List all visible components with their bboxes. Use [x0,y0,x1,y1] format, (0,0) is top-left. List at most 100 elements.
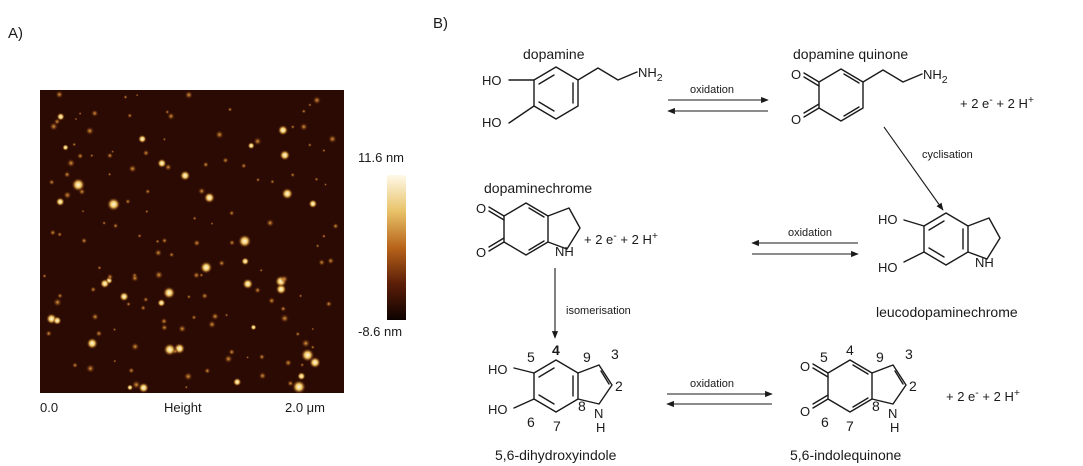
afm-particle [81,209,85,213]
afm-particle [49,229,56,236]
afm-particle [163,343,176,356]
iq-ring-number-2: 2 [909,378,917,394]
dopamine-ho-top: HO [482,73,502,88]
afm-particle [128,367,135,374]
dopamine-structure [508,66,638,124]
iq-ring-number-7: 7 [846,418,854,434]
dopamine-ho-bottom: HO [482,115,502,130]
afm-particle [154,249,163,257]
afm-particle [126,384,134,391]
leuco-ho-bottom: HO [878,260,898,275]
afm-particle [279,150,290,161]
afm-particle [138,134,147,144]
reaction-label-oxidation-2: oxidation [788,227,832,239]
dhi-ring-number-8: 8 [578,398,586,414]
afm-particle [123,94,128,100]
afm-particle [78,111,82,116]
afm-particle [86,337,98,349]
afm-particle [106,273,114,281]
afm-particle [280,314,290,323]
reaction-arrow-oxidation-2 [751,239,859,258]
afm-particle [197,187,206,195]
afm-particle [168,252,175,258]
iq-ring-number-6: 6 [821,414,829,430]
iq-ring-number-3: 3 [905,346,913,362]
afm-particle [184,90,193,100]
afm-particle [325,300,333,308]
afm-particle [211,312,220,321]
afm-particle [137,233,142,239]
afm-particle [290,172,296,178]
afm-particle [292,380,306,394]
afm-particle [192,271,200,279]
afm-particle [55,197,65,207]
afm-particle [204,367,211,374]
afm-particle [218,259,226,267]
afm-particle [85,364,95,373]
indolequinone-o-top: O [800,359,810,374]
afm-particle [42,273,47,279]
afm-particle [332,222,339,230]
dhi-ho-top: HO [488,362,508,377]
afm-particle [154,270,164,280]
afm-particle [160,317,168,325]
afm-particle [277,125,289,136]
dopaminechrome-o-bottom: O [476,245,486,260]
afm-particle [295,331,301,337]
afm-particle [62,144,69,151]
leuco-ho-top: HO [878,212,898,227]
afm-particle [140,305,146,311]
afm-particle [308,199,318,209]
iq-ring-number-5: 5 [820,349,828,365]
reaction-arrow-oxidation-1 [667,96,769,115]
afm-particle [254,286,261,294]
afm-particle [318,259,326,266]
afm-particle [280,305,287,312]
afm-particle [160,324,168,332]
afm-particle [143,296,149,303]
afm-particle [161,237,168,244]
afm-particle [130,342,140,351]
afm-particle [192,216,197,221]
dhi-ring-number-7: 7 [553,418,561,434]
afm-particle [89,153,94,158]
afm-particle [111,150,115,154]
afm-particle [240,162,247,169]
iq-ring-number-9: 9 [876,349,884,365]
afm-particle [183,372,193,381]
reaction-label-oxidation-3: oxidation [690,378,734,390]
afm-particle [167,112,175,120]
afm-particle [323,182,328,187]
dopamine-quinone-name: dopamine quinone [793,46,908,62]
quinone-o-top: O [791,67,801,82]
afm-particle [97,265,102,270]
afm-particle [66,158,76,168]
afm-colorbar [387,175,406,320]
afm-particle [125,198,131,205]
dopaminechrome-structure [488,202,581,256]
afm-particle [287,380,294,387]
afm-particle [259,268,264,273]
afm-particle [191,314,197,320]
afm-particle [165,109,170,115]
afm-particle [119,291,129,302]
afm-particle [201,292,209,300]
afm-particle [250,324,257,331]
afm-particle [162,137,167,141]
dhi-ring-number-3: 3 [611,346,619,362]
afm-particle [155,239,160,244]
afm-particle [145,188,151,195]
quinone-o-bottom: O [791,112,801,127]
afm-particle [52,316,62,325]
axis-center-label: Height [164,400,202,415]
afm-particle [95,330,103,337]
leucodopaminechrome-structure [903,212,1001,266]
afm-particle [72,362,78,369]
iq-ring-number-4: 4 [846,342,854,358]
afm-particle [63,171,71,178]
afm-particle [78,188,86,196]
reaction-label-isomerisation: isomerisation [566,305,631,317]
afm-particle [163,286,176,299]
afm-particle [299,122,308,131]
